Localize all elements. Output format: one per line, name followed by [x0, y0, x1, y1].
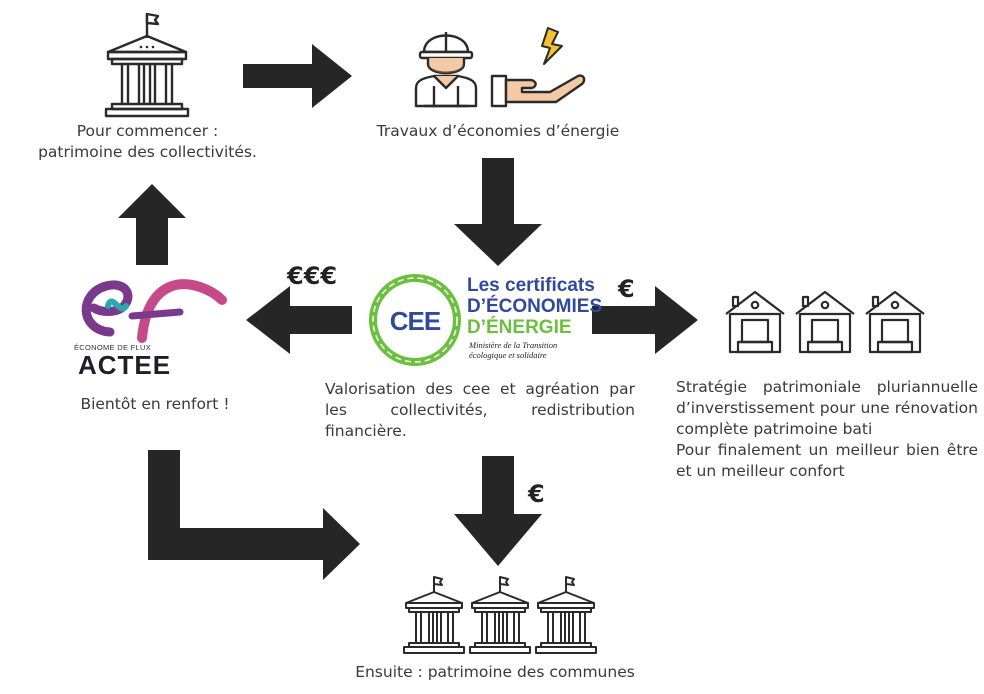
cee-title-3: D’ÉNERGIE: [467, 317, 572, 338]
communes-caption: Ensuite : patrimoine des communes: [355, 663, 635, 681]
cee-subtitle-2: écologique et solidaire: [469, 350, 547, 360]
strategy-line-1: Stratégie patrimoniale pluriannuelle d’i…: [676, 378, 978, 438]
euro-left: €€€: [287, 262, 338, 290]
actee-name: ACTEE: [78, 350, 172, 380]
cee-badge-icon: [369, 274, 461, 366]
actee-mark-icon: [81, 279, 227, 343]
arrow-cee-to-actee: [246, 286, 352, 354]
arrow-actee-to-communes: [148, 450, 360, 580]
euro-right: €: [618, 275, 635, 303]
communes-icon: [403, 576, 597, 654]
strategy-caption: Stratégie patrimoniale pluriannuelle d’i…: [676, 377, 978, 482]
actee-caption: Bientôt en renfort !: [80, 395, 230, 413]
actee-logo: ÉCONOME DE FLUX ACTEE: [72, 272, 232, 382]
cee-logo: CEE Les certificats D’ÉCONOMIES D’ÉNERGI…: [367, 268, 602, 372]
cee-title-1: Les certificats: [467, 275, 595, 296]
arrow-works-to-cee: [454, 158, 542, 266]
arrow-start-to-works: [243, 44, 352, 108]
start-caption: Pour commencer : patrimoine des collecti…: [0, 121, 295, 163]
arrow-cee-to-houses: [592, 286, 698, 354]
cee-subtitle-1: Ministère de la Transition: [469, 340, 558, 350]
works-caption: Travaux d’économies d’énergie: [376, 122, 620, 140]
cee-badge-text: CEE: [389, 306, 441, 336]
arrow-actee-to-start: [118, 184, 186, 265]
actee-small-text: ÉCONOME DE FLUX: [74, 343, 152, 352]
town-hall-icon: [104, 12, 190, 118]
start-line-2: patrimoine des collectivités.: [38, 143, 257, 161]
start-line-1: Pour commencer :: [76, 122, 219, 140]
arrow-cee-to-communes: [454, 456, 542, 566]
houses-icon: [725, 290, 926, 354]
worker-icon: [414, 27, 586, 108]
euro-down: €: [528, 480, 545, 508]
cee-title-2: D’ÉCONOMIES: [467, 296, 603, 317]
cee-caption: Valorisation des cee et agréation par le…: [325, 380, 635, 440]
strategy-line-2: Pour finalement un meilleur bien être et…: [676, 441, 978, 480]
